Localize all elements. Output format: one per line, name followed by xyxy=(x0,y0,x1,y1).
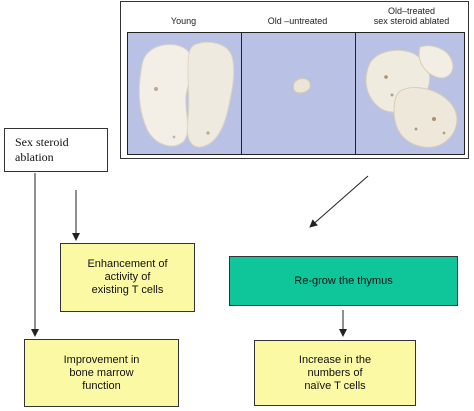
bone-line2: bone marrow xyxy=(69,366,134,379)
thymus-photo-panel: Young Old –untreated Old–treated sex ste… xyxy=(120,1,469,159)
label-old-untreated: Old –untreated xyxy=(267,16,328,26)
thymus-old-untreated-image xyxy=(292,78,311,94)
sex-steroid-line1: Sex steroid xyxy=(15,135,69,149)
sex-steroid-ablation-box: Sex steroid ablation xyxy=(4,128,108,172)
regrow-thymus-box: Re-grow the thymus xyxy=(229,256,458,306)
enhancement-box: Enhancement of activity of existing T ce… xyxy=(60,243,195,312)
photo-old-treated xyxy=(355,32,465,155)
bone-line1: Improvement in xyxy=(63,353,140,366)
regrow-thymus-label: Re-grow the thymus xyxy=(294,275,393,287)
thymus-young-image xyxy=(138,41,235,148)
enhancement-line3: existing T cells xyxy=(91,284,164,296)
bone-line3: function xyxy=(82,379,121,392)
increase-line3: naïve T cells xyxy=(304,379,366,392)
photo-young xyxy=(127,32,242,155)
increase-line1: Increase in the xyxy=(298,353,372,366)
label-young: Young xyxy=(170,16,197,26)
bone-marrow-box: Improvement in bone marrow function xyxy=(24,339,179,407)
photo-old-untreated xyxy=(241,32,356,155)
thymus-old-treated-image xyxy=(365,45,458,148)
enhancement-line2: activity of xyxy=(104,271,151,283)
arrow-photo-to-regrow xyxy=(309,175,369,228)
naive-t-cells-box: Increase in the numbers of naïve T cells xyxy=(254,340,416,406)
increase-line2: numbers of xyxy=(307,366,363,379)
label-old-treated-line1: Old–treated xyxy=(387,6,436,16)
sex-steroid-line2: ablation xyxy=(15,150,54,164)
label-old-treated-line2: sex steroid ablated xyxy=(373,16,450,26)
enhancement-line1: Enhancement of xyxy=(87,258,168,270)
label-old-treated: Old–treated sex steroid ablated xyxy=(355,6,468,26)
